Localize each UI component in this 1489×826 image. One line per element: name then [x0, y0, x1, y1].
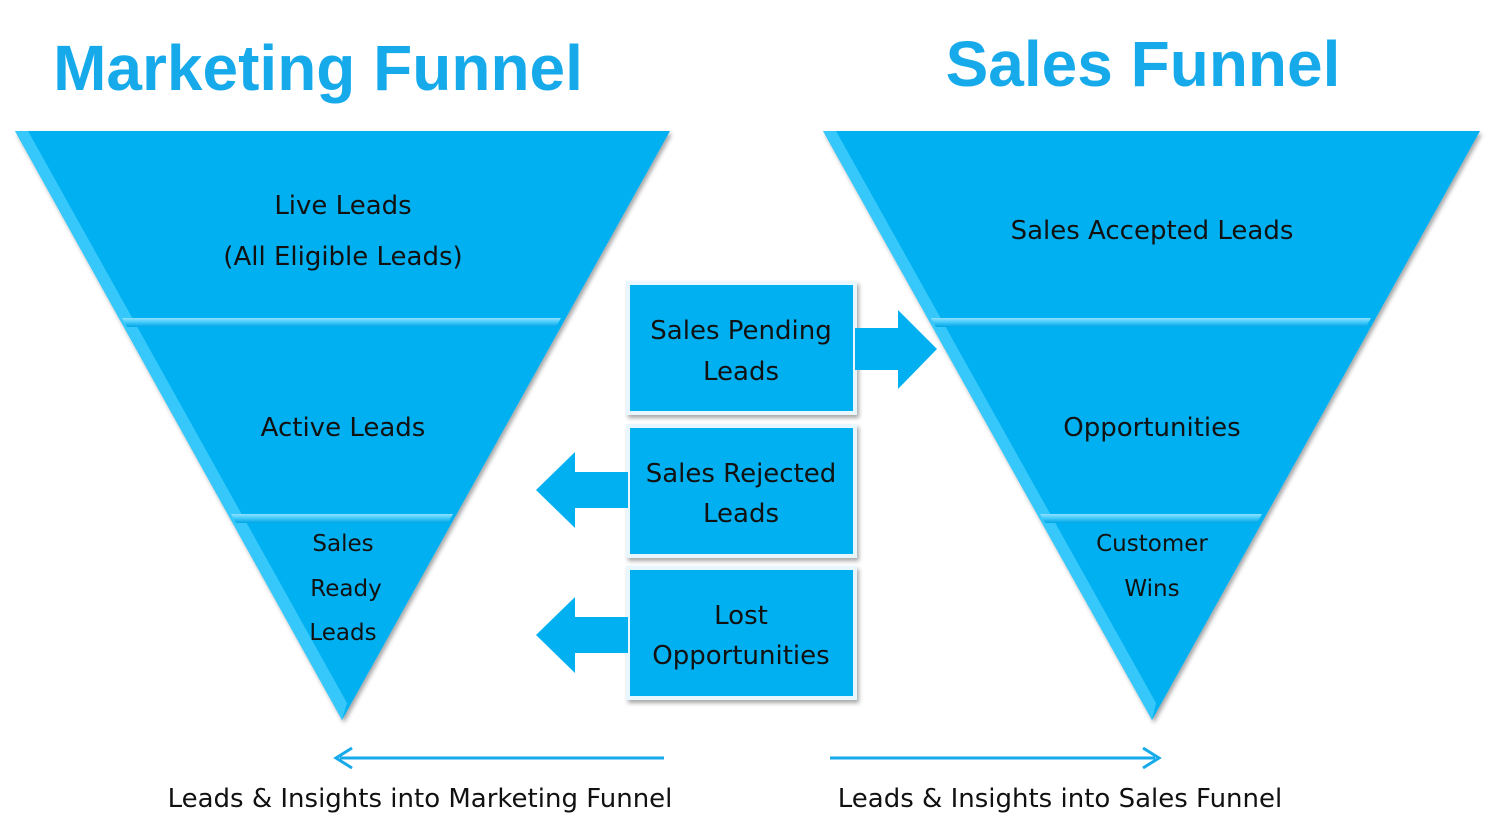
stage-all-eligible-leads: (All Eligible Leads) [223, 242, 462, 272]
marketing-separator-2 [231, 514, 453, 523]
box-sales-pending-line2: Leads [703, 357, 779, 387]
sales-separator-1 [931, 318, 1371, 327]
right-arrow-icon [855, 310, 937, 389]
sales-funnel-edge [823, 131, 1156, 720]
box-sales-rejected: Sales Rejected Leads [626, 424, 857, 558]
stage-customer-wins-1: Customer [1096, 531, 1208, 557]
stage-live-leads: Live Leads [274, 191, 411, 221]
box-lost-opportunities-line2: Opportunities [652, 641, 829, 671]
left-arrow-icon [536, 452, 628, 528]
box-sales-rejected-line1: Sales Rejected [646, 459, 837, 489]
sales-funnel-shape [823, 131, 1480, 720]
stage-sales-accepted-leads: Sales Accepted Leads [1011, 216, 1294, 246]
caption-sales: Leads & Insights into Sales Funnel [838, 784, 1282, 814]
box-sales-pending: Sales Pending Leads [626, 281, 857, 415]
box-lost-opportunities-line1: Lost [714, 601, 768, 631]
box-sales-pending-line1: Sales Pending [650, 316, 831, 346]
stage-customer-wins-2: Wins [1124, 576, 1179, 602]
marketing-funnel-shape [15, 131, 670, 720]
marketing-funnel [15, 131, 670, 720]
box-lost-opportunities: Lost Opportunities [626, 566, 857, 700]
caption-marketing: Leads & Insights into Marketing Funnel [168, 784, 673, 814]
box-sales-rejected-line2: Leads [703, 499, 779, 529]
marketing-funnel-edge [15, 131, 347, 720]
left-arrow-icon [536, 597, 628, 673]
stage-active-leads: Active Leads [261, 413, 426, 443]
marketing-separator-1 [122, 318, 561, 327]
sales-separator-2 [1040, 514, 1262, 523]
sales-funnel-title: Sales Funnel [946, 28, 1341, 100]
sales-funnel [823, 131, 1480, 720]
stage-sales-ready-2: Ready [310, 576, 381, 602]
marketing-funnel-title: Marketing Funnel [53, 32, 583, 104]
right-line-arrow-icon [830, 746, 1162, 770]
stage-sales-ready-3: Leads [309, 620, 376, 646]
stage-sales-ready-1: Sales [312, 531, 373, 557]
stage-opportunities: Opportunities [1063, 413, 1240, 443]
left-line-arrow-icon [333, 746, 664, 770]
